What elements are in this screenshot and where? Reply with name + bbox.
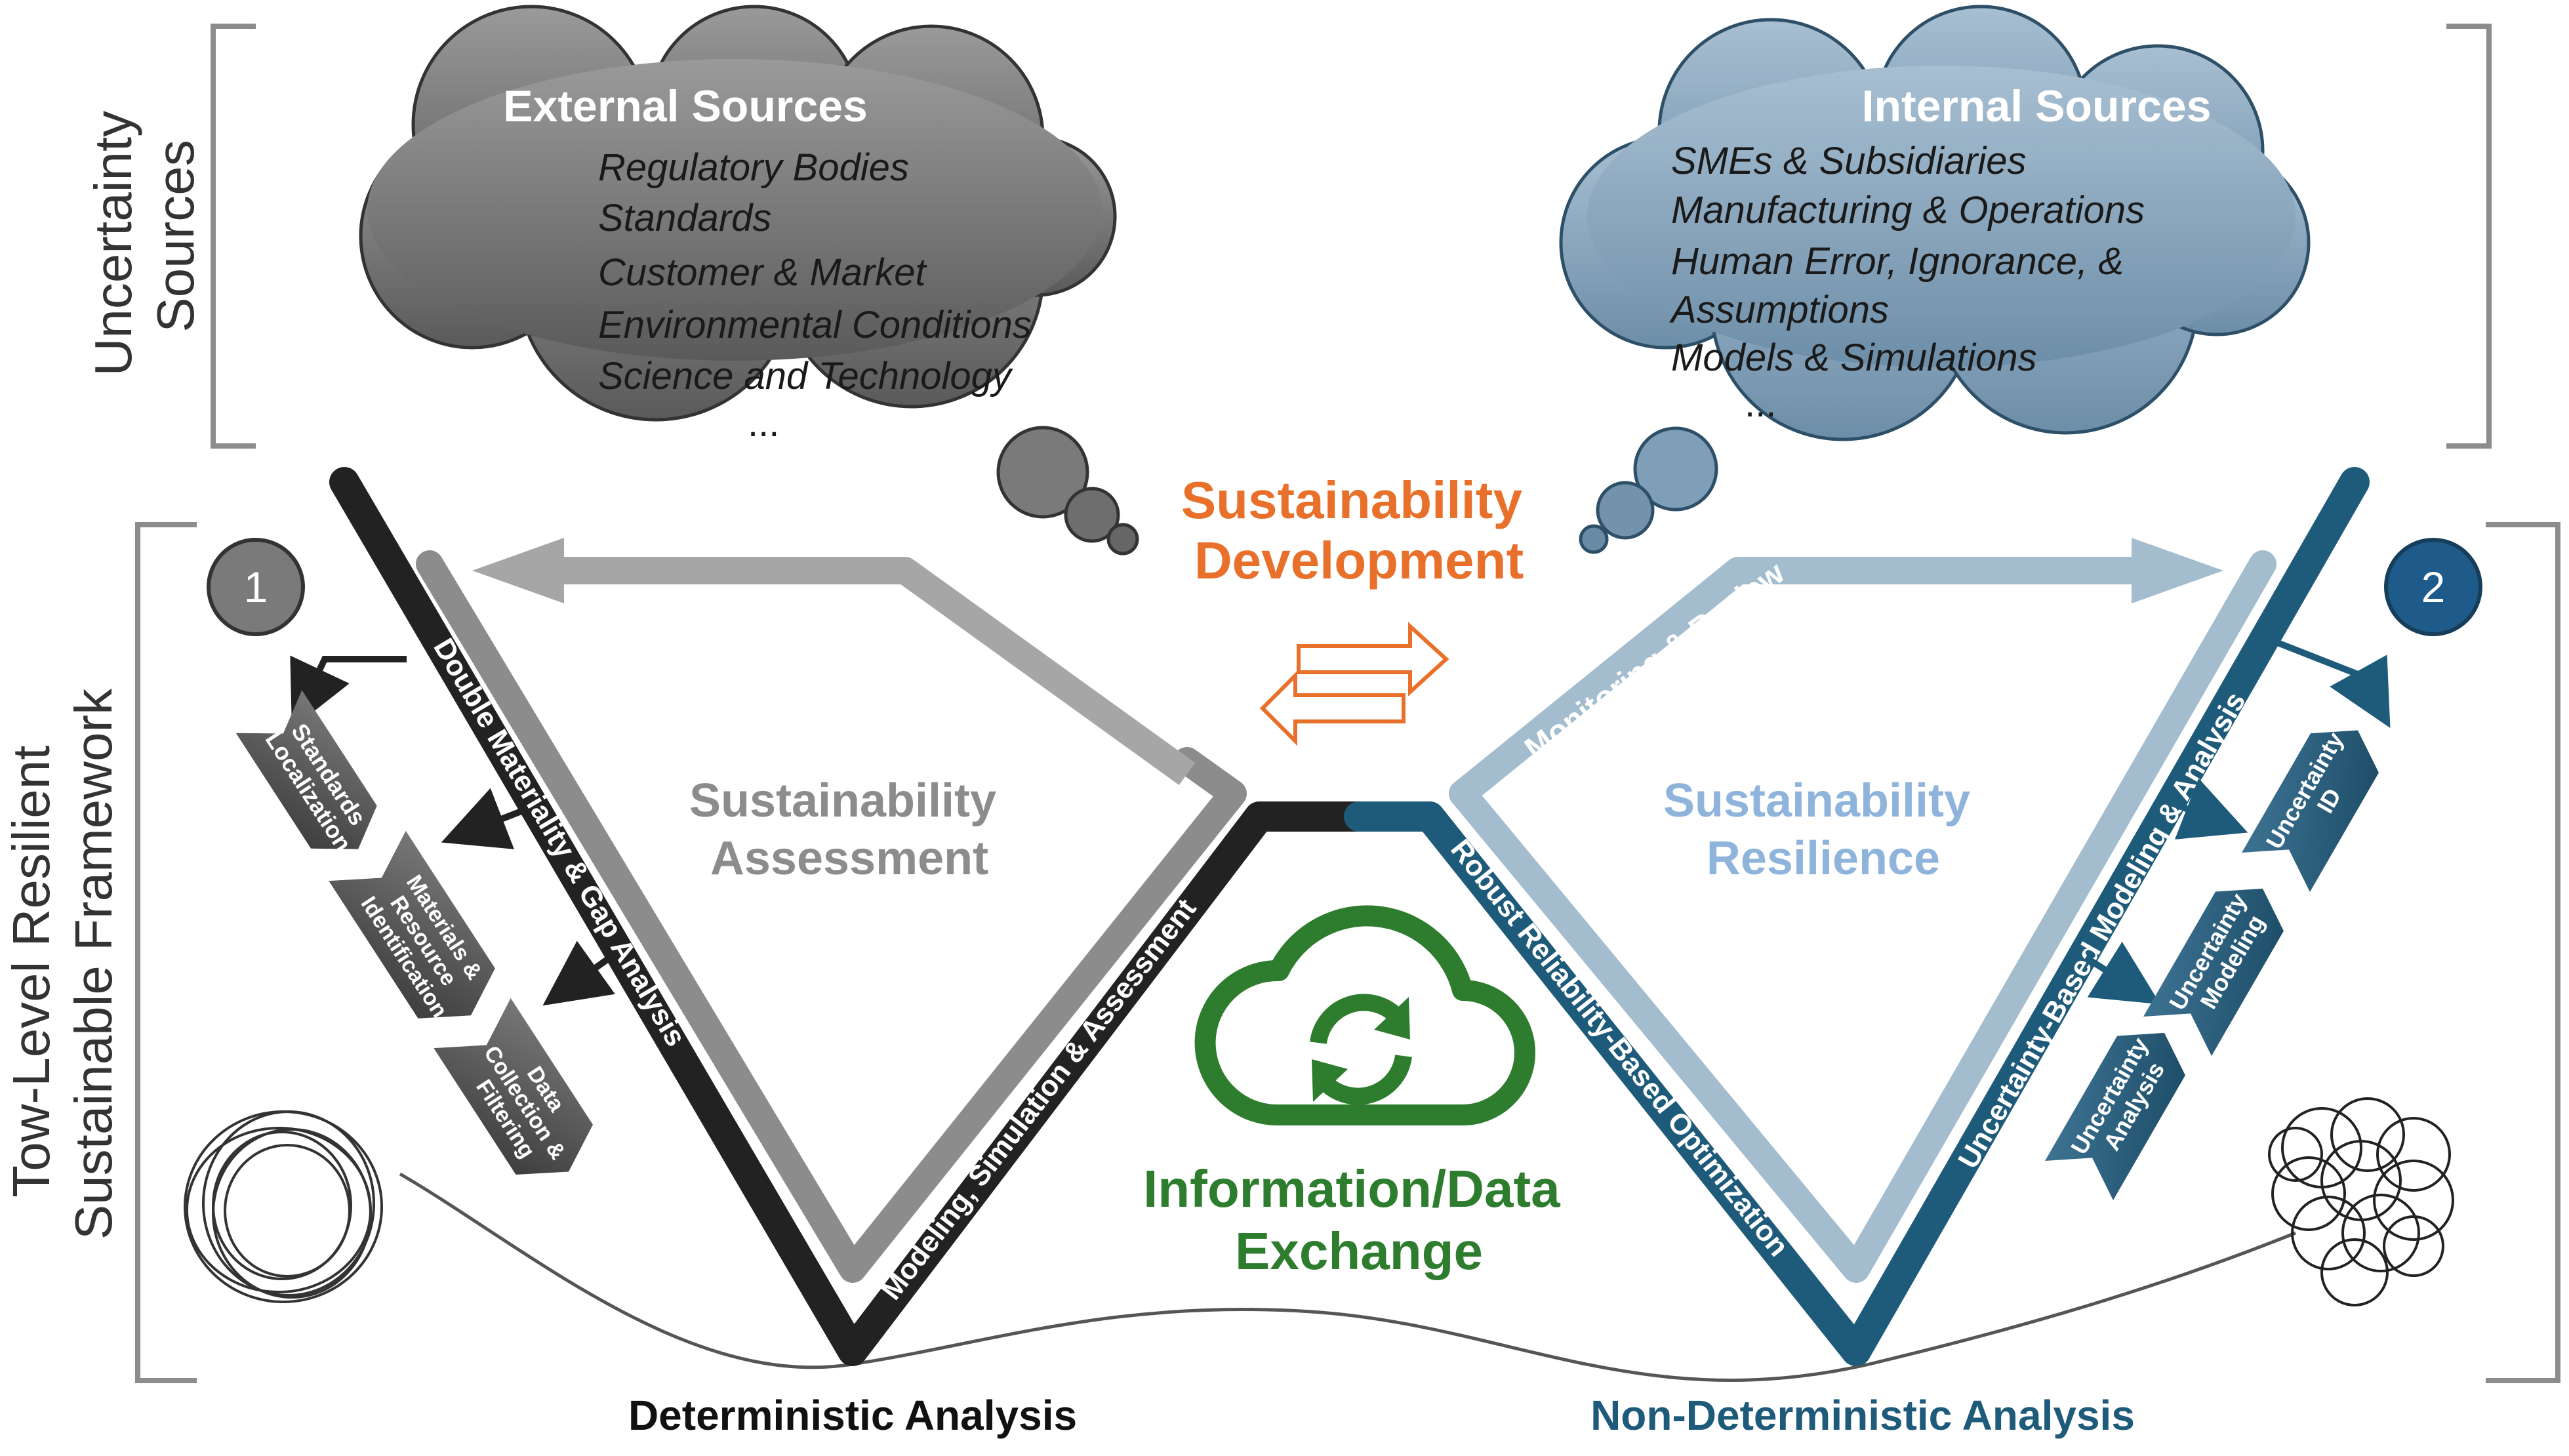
- internal-sources-cloud: Internal Sources SMEs & Subsidiaries Man…: [1559, 5, 2311, 554]
- non-deterministic-analysis-label: Non-Deterministic Analysis: [1590, 1392, 2135, 1439]
- thought-bubble-medium: [1064, 487, 1120, 543]
- connector-wave: [399, 1172, 2296, 1382]
- right-monitoring-arrowhead: [2132, 538, 2223, 603]
- external-item: Customer & Market: [598, 251, 927, 294]
- internal-sources-title: Internal Sources: [1862, 81, 2212, 131]
- uncertainty-bracket-right: [2446, 24, 2492, 449]
- internal-item: Human Error, Ignorance, &: [1671, 240, 2124, 283]
- step-uncertainty-modeling: Uncertainty Modeling: [2143, 889, 2284, 1056]
- thought-bubble-medium: [1596, 481, 1655, 540]
- sustainability-assessment-title: Sustainability Assessment: [689, 775, 1009, 885]
- external-item: Regulatory Bodies: [598, 146, 909, 189]
- step-standards-localization: Standards Localization: [235, 690, 377, 856]
- cloud-sync-icon: [1194, 905, 1535, 1125]
- external-item: Science and Technology: [598, 355, 1013, 397]
- connector-arrow: [542, 940, 615, 1006]
- information-exchange-label: Information/Data Exchange: [1143, 1160, 1575, 1280]
- step-uncertainty-analysis: Uncertainty Analysis: [2045, 1033, 2185, 1200]
- internal-item: Assumptions: [1669, 289, 1889, 331]
- tangle-left-icon: [184, 1110, 383, 1303]
- uncertainty-sources-label: Uncertainty Sources: [84, 96, 205, 376]
- connector-arrow: [2268, 636, 2391, 728]
- right-v-arm: [1344, 467, 2370, 1366]
- step-materials-resource: Materials & Resource Identification: [329, 830, 495, 1022]
- stage-two-number: 2: [2421, 563, 2446, 611]
- right-v-inner-loop: [1449, 550, 2276, 1283]
- sustainability-development-label: Sustainability Development: [1181, 471, 1537, 590]
- connector-arrow: [2163, 778, 2248, 839]
- thought-bubble-large: [996, 426, 1089, 519]
- uncertainty-bracket-left: [211, 24, 256, 449]
- deterministic-analysis-label: Deterministic Analysis: [628, 1392, 1077, 1439]
- external-item: Standards: [598, 197, 771, 239]
- right-monitoring-label: Monitoring & Review: [1518, 556, 1791, 767]
- left-monitoring-arrowhead: [472, 538, 564, 603]
- thought-bubble-small: [1106, 523, 1139, 556]
- external-sources-title: External Sources: [503, 81, 868, 131]
- internal-item: SMEs & Subsidiaries: [1671, 140, 2027, 182]
- external-item: Environmental Conditions: [598, 304, 1032, 346]
- exchange-arrows-icon: [1259, 622, 1449, 746]
- internal-item: Models & Simulations: [1671, 336, 2037, 379]
- framework-label: Tow-Level Resilient Sustainable Framewor…: [2, 688, 123, 1240]
- tangle-right-icon: [2268, 1097, 2454, 1306]
- left-v-right-arm-label: Modeling, Simulation & Assessment: [875, 893, 1202, 1306]
- external-sources-cloud: External Sources Regulatory Bodies Stand…: [359, 5, 1139, 556]
- step-uncertainty-id: Uncertainty ID: [2242, 727, 2379, 892]
- connector-arrow: [290, 655, 407, 729]
- thought-bubble-small: [1579, 524, 1609, 554]
- stage-one-number: 1: [244, 563, 268, 611]
- stage-two-badge: [2384, 538, 2482, 636]
- framework-bracket-right: [2486, 522, 2560, 1383]
- external-item-ellipsis: ...: [748, 402, 779, 445]
- step-data-collection: Data Collection & Filtering: [434, 998, 593, 1175]
- right-monitoring-arrow: [1449, 557, 2178, 807]
- internal-item: Manufacturing & Operations: [1671, 189, 2145, 232]
- left-v-arm: [329, 467, 1374, 1366]
- framework-bracket-left: [135, 522, 197, 1383]
- stage-one-badge: [207, 538, 305, 636]
- sustainability-resilience-title: Sustainability Resilience: [1663, 775, 1983, 885]
- thought-bubble-large: [1633, 426, 1718, 512]
- connector-arrow: [2084, 941, 2160, 1005]
- left-monitoring-arrow: [525, 557, 1196, 786]
- left-v-inner-loop: [416, 550, 1247, 1283]
- connector-arrow: [441, 788, 526, 849]
- internal-item-ellipsis: ...: [1745, 382, 1776, 425]
